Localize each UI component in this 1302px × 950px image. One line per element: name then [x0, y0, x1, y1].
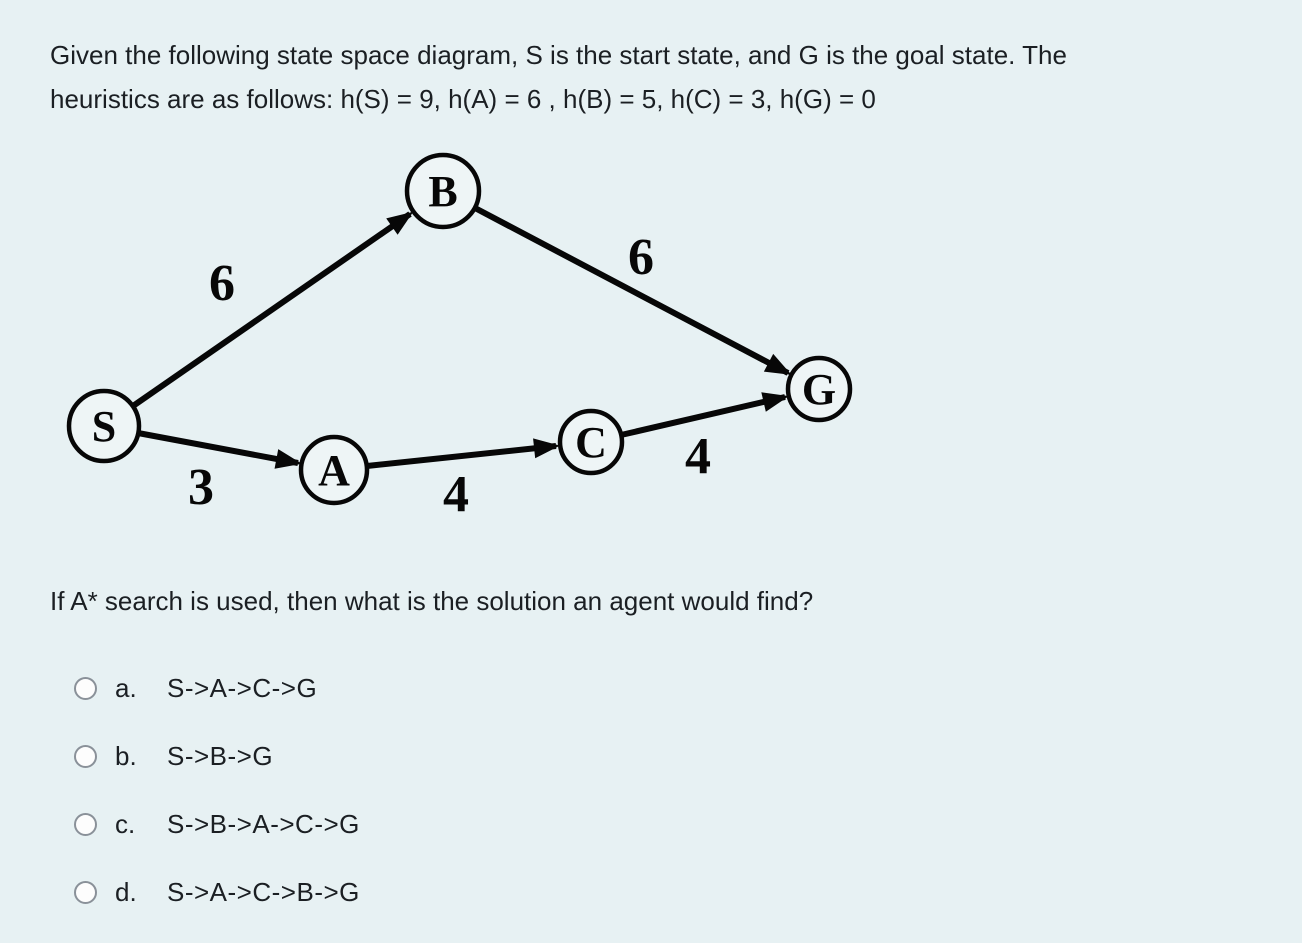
state-space-diagram: 6 6 3 4 4 S A B C G: [66, 152, 853, 523]
radio-option-d[interactable]: [74, 880, 97, 904]
question-text-line1: Given the following state space diagram,…: [50, 40, 1067, 70]
node-S-label: S: [92, 402, 116, 451]
option-text-b: S->B->G: [167, 740, 274, 771]
node-A: A: [298, 434, 370, 506]
radio-option-c[interactable]: [74, 812, 97, 836]
edge-weight-B-G: 6: [628, 229, 654, 286]
node-B-label: B: [428, 167, 457, 216]
question-container: Given the following state space diagram,…: [50, 33, 1256, 907]
node-C: C: [557, 408, 625, 476]
node-C-label: C: [575, 418, 607, 467]
edge-weight-A-C: 4: [443, 466, 469, 523]
edge-weight-C-G: 4: [685, 428, 711, 485]
node-S: S: [66, 388, 142, 464]
option-text-d: S->A->C->B->G: [167, 876, 360, 907]
node-A-label: A: [318, 446, 350, 495]
node-G-circle: [785, 355, 853, 423]
answer-option-c[interactable]: c. S->B->A->C->G: [50, 809, 1256, 839]
radio-option-a[interactable]: [74, 676, 97, 700]
edge-S-B: [131, 211, 414, 409]
option-text-a: S->A->C->G: [167, 672, 318, 703]
option-text-c: S->B->A->C->G: [167, 808, 360, 839]
answer-option-d[interactable]: d. S->A->C->B->G: [50, 877, 1256, 907]
question-prompt: If A* search is used, then what is the s…: [50, 586, 814, 616]
node-B-circle: [404, 152, 482, 230]
answer-option-a[interactable]: a. S->A->C->G: [50, 673, 1256, 703]
option-letter-b: b.: [115, 740, 137, 771]
page-bottom-strip: [0, 943, 1302, 950]
node-S-circle: [66, 388, 142, 464]
node-G-label: G: [802, 365, 836, 414]
node-A-circle: [298, 434, 370, 506]
option-letter-a: a.: [115, 672, 137, 703]
node-B: B: [404, 152, 482, 230]
edge-weight-S-A: 3: [188, 459, 214, 516]
option-letter-c: c.: [115, 808, 136, 839]
option-letter-d: d.: [115, 876, 137, 907]
node-C-circle: [557, 408, 625, 476]
radio-option-b[interactable]: [74, 744, 97, 768]
edge-B-G: [473, 205, 792, 376]
question-text: Given the following state space diagram,…: [50, 33, 1256, 121]
answer-options: a. S->A->C->G b. S->B->G c. S->B->A->C->…: [50, 673, 1256, 907]
edge-weight-S-B: 6: [209, 255, 235, 312]
question-text-line2: heuristics are as follows: h(S) = 9, h(A…: [50, 84, 876, 114]
answer-option-b[interactable]: b. S->B->G: [50, 741, 1256, 771]
edge-C-G: [620, 392, 789, 438]
node-G: G: [785, 355, 853, 423]
edge-A-C: [366, 438, 560, 469]
edge-S-A: [137, 430, 302, 469]
